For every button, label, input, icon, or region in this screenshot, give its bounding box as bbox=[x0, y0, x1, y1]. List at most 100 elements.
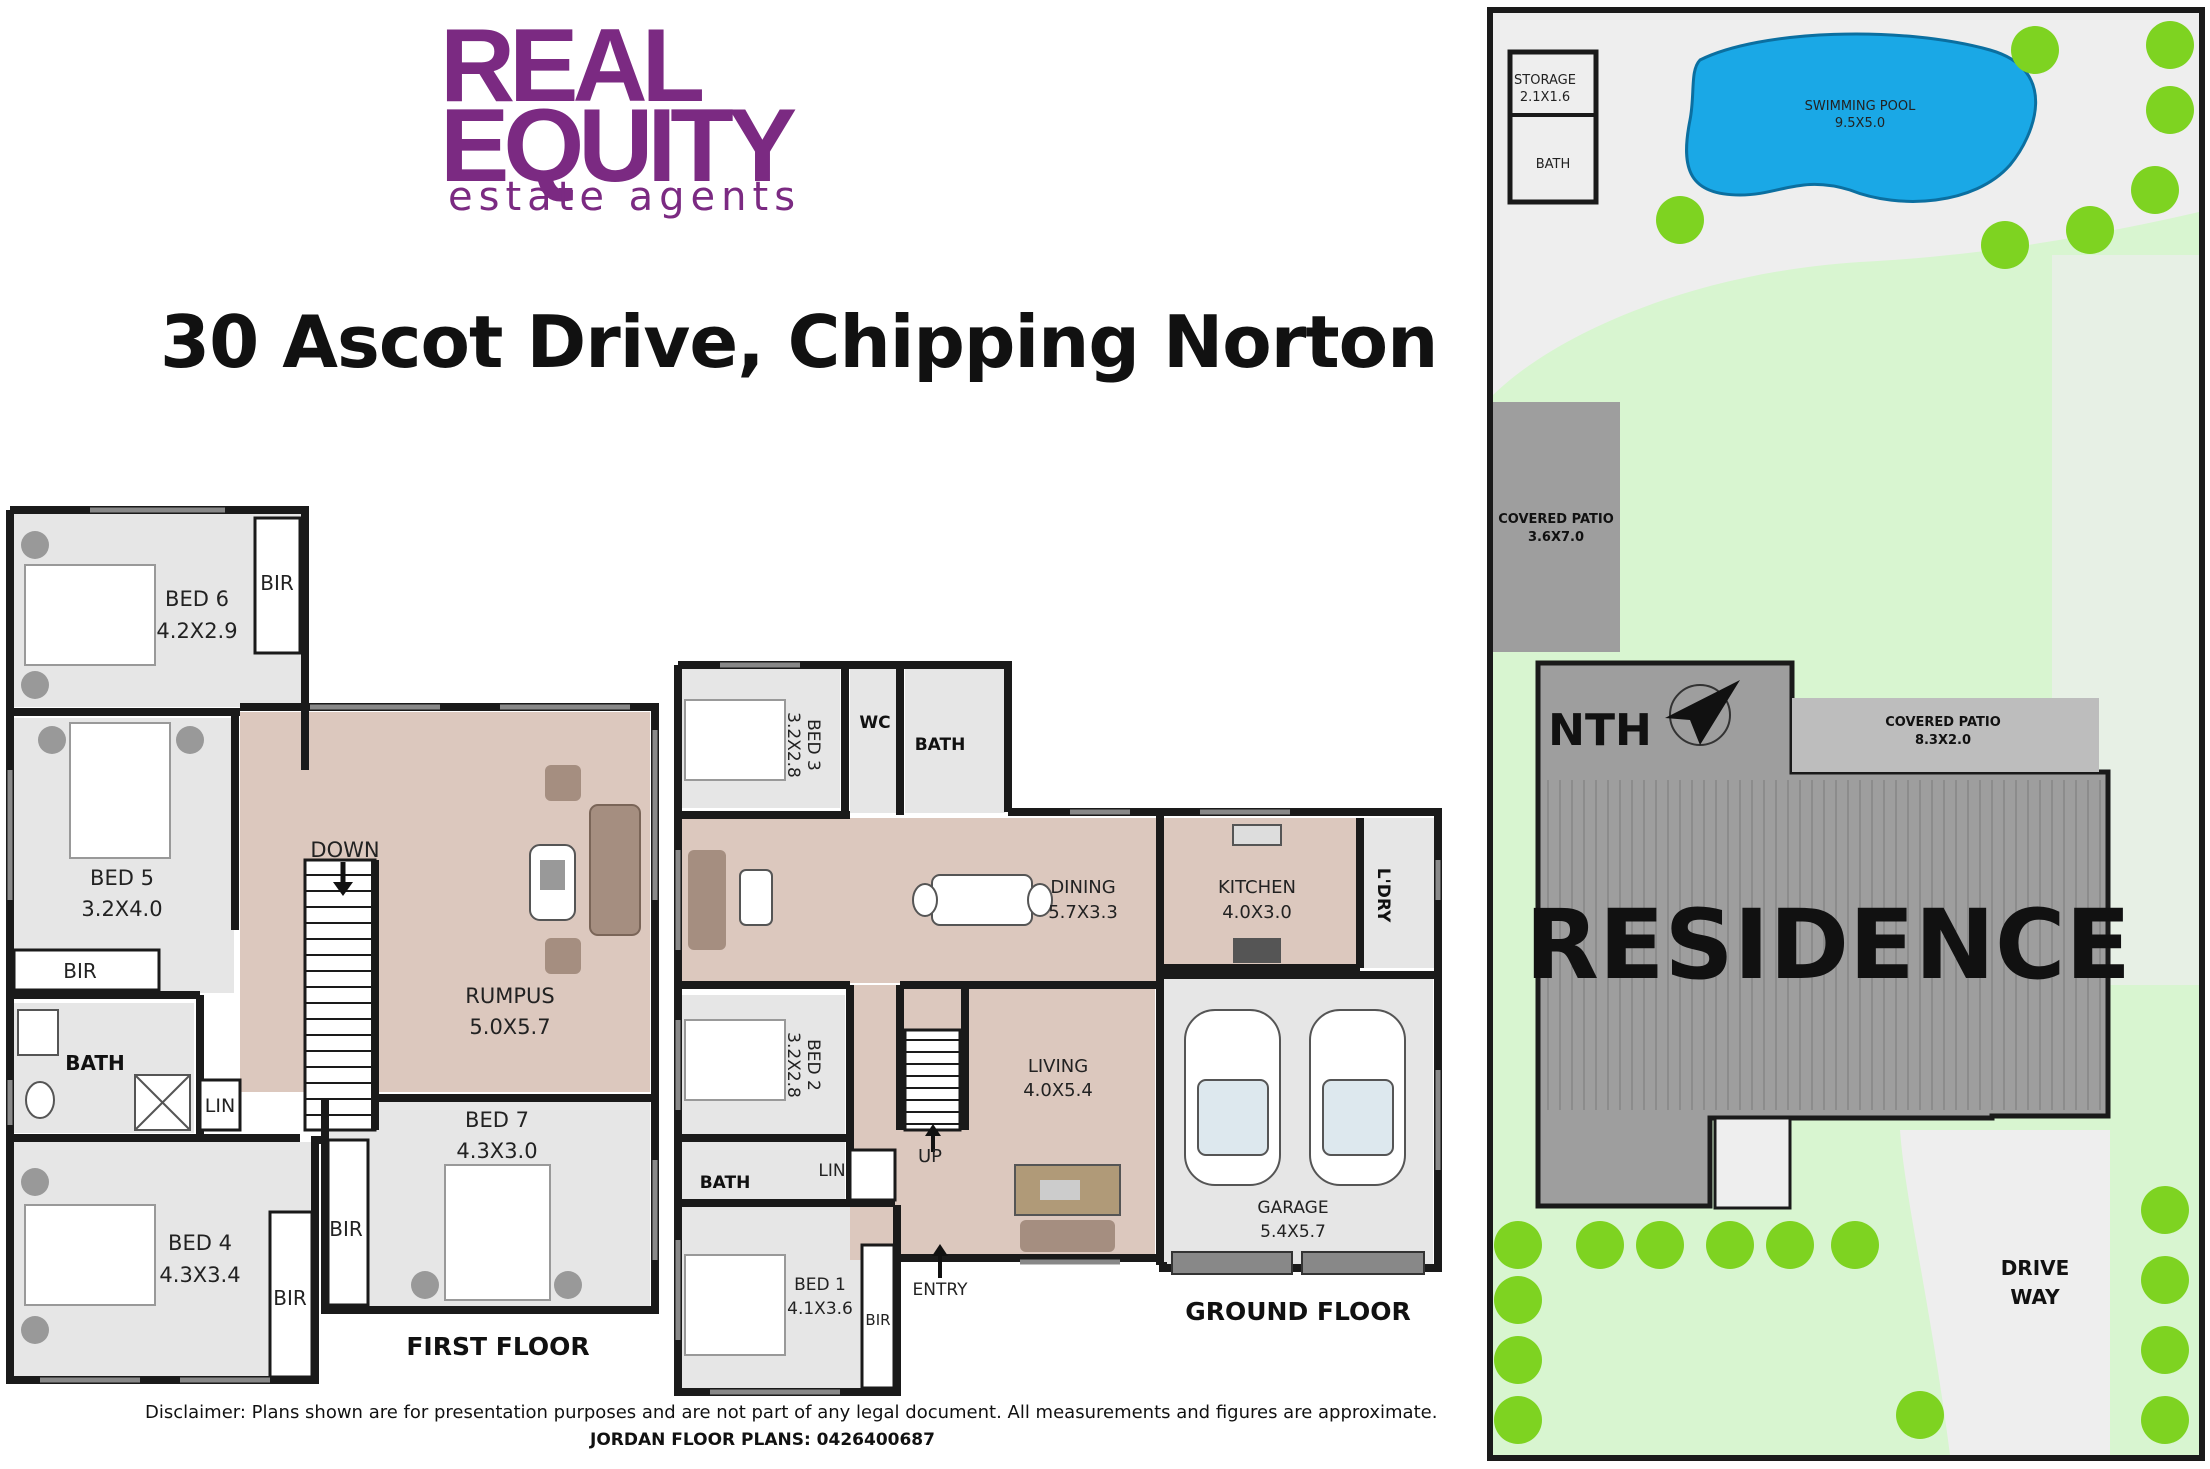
down-label: DOWN bbox=[310, 838, 379, 862]
bed4-name: BED 4 bbox=[168, 1231, 232, 1255]
bed1-size: 4.1X3.6 bbox=[787, 1299, 853, 1319]
bed7-bir bbox=[326, 1138, 370, 1307]
bed1-bir-label: BIR bbox=[865, 1311, 890, 1329]
ground-floor-plan: BED 3 3.2X2.8 WC BATH DINING 5.7X3.3 KIT… bbox=[674, 661, 1442, 1396]
ff-linen bbox=[198, 1078, 242, 1132]
tree bbox=[2146, 86, 2194, 134]
storage-name: STORAGE bbox=[1514, 73, 1576, 88]
stair-down bbox=[303, 858, 377, 1132]
bed5-name: BED 5 bbox=[90, 866, 154, 890]
patio-right-name: COVERED PATIO bbox=[1885, 715, 2001, 730]
pool-name: SWIMMING POOL bbox=[1805, 99, 1916, 114]
ff-beds bbox=[24, 564, 551, 1306]
ff-side-tables bbox=[21, 531, 582, 1344]
kitchen-size: 4.0X3.0 bbox=[1222, 902, 1292, 923]
brand-tagline: estate agents bbox=[448, 174, 802, 220]
north-label: NTH bbox=[1548, 705, 1652, 756]
tree bbox=[2066, 206, 2114, 254]
bed6-bir-label: BIR bbox=[260, 571, 294, 595]
bed2-size: 3.2X2.8 bbox=[783, 1032, 803, 1098]
tree bbox=[2011, 26, 2059, 74]
tree bbox=[2141, 1186, 2189, 1234]
tree bbox=[2141, 1396, 2189, 1444]
bed7-size: 4.3X3.0 bbox=[456, 1139, 537, 1163]
tree bbox=[1981, 221, 2029, 269]
stair-up-treads bbox=[905, 1039, 960, 1125]
bed6-bir bbox=[253, 516, 302, 655]
stair-down-arrow bbox=[333, 862, 353, 896]
storage-building bbox=[1507, 49, 1599, 205]
wc-room bbox=[850, 668, 900, 813]
bed5-bir bbox=[12, 948, 161, 992]
pool-size: 9.5X5.0 bbox=[1835, 116, 1885, 131]
gf-windows bbox=[675, 662, 1441, 1395]
tree bbox=[1766, 1221, 1814, 1269]
kitchen-name: KITCHEN bbox=[1218, 877, 1296, 898]
stair-treads bbox=[305, 874, 375, 1116]
residence-entry bbox=[1713, 1116, 1792, 1210]
gf-bath2-room bbox=[680, 1140, 845, 1200]
driveway-line-2: WAY bbox=[2010, 1285, 2060, 1309]
first-floor-plan: BED 6 4.2X2.9 BIR BED 5 3.2X4.0 BIR BATH… bbox=[6, 506, 659, 1384]
patio-right-size: 8.3X2.0 bbox=[1915, 733, 1971, 748]
tree bbox=[1494, 1396, 1542, 1444]
gf-lin-label: LIN bbox=[818, 1161, 845, 1181]
living-name: LIVING bbox=[1028, 1056, 1088, 1077]
gf-linen bbox=[848, 1148, 897, 1202]
laundry-room bbox=[1362, 818, 1435, 968]
property-address: 30 Ascot Drive, Chipping Norton bbox=[160, 300, 1438, 384]
gf-furniture bbox=[688, 824, 1282, 1252]
tree bbox=[2146, 21, 2194, 69]
patio-left-name: COVERED PATIO bbox=[1498, 512, 1614, 527]
bed3-name: BED 3 bbox=[803, 719, 823, 771]
bed7-bir-label: BIR bbox=[329, 1217, 363, 1241]
driveway-area bbox=[1900, 1130, 2110, 1455]
north-arrow bbox=[1665, 680, 1740, 746]
dining-size: 5.7X3.3 bbox=[1048, 902, 1118, 923]
bed2-name: BED 2 bbox=[803, 1039, 823, 1091]
swimming-pool bbox=[1685, 32, 2038, 203]
patio-left-size: 3.6X7.0 bbox=[1528, 530, 1584, 545]
laundry-label: L'DRY bbox=[1373, 868, 1393, 923]
tree bbox=[2141, 1326, 2189, 1374]
residence-label: RESIDENCE bbox=[1525, 889, 2131, 1001]
bed4-size: 4.3X3.4 bbox=[159, 1263, 240, 1287]
tree bbox=[1656, 196, 1704, 244]
gf-beds bbox=[684, 699, 786, 1356]
ff-lin-label: LIN bbox=[205, 1095, 235, 1117]
brand-logo: REAL EQUITY estate agents bbox=[440, 8, 820, 220]
disclaimer-text: Disclaimer: Plans shown are for presenta… bbox=[145, 1402, 1438, 1423]
ff-bath-fixtures bbox=[17, 1009, 191, 1131]
tree bbox=[1576, 1221, 1624, 1269]
gf-bath2-label: BATH bbox=[700, 1173, 751, 1193]
up-label: UP bbox=[918, 1146, 942, 1167]
covered-patio-right bbox=[1792, 698, 2099, 772]
tree bbox=[1494, 1221, 1542, 1269]
rumpus-name: RUMPUS bbox=[465, 984, 554, 1008]
garage-size: 5.4X5.7 bbox=[1260, 1222, 1326, 1242]
tree bbox=[1831, 1221, 1879, 1269]
garage-cars bbox=[1184, 1009, 1406, 1186]
bed5-bir-label: BIR bbox=[63, 959, 97, 983]
tree bbox=[1494, 1336, 1542, 1384]
brand-line-2: EQUITY bbox=[440, 88, 797, 204]
bed6-name: BED 6 bbox=[165, 587, 229, 611]
tree bbox=[1706, 1221, 1754, 1269]
bed3-size: 3.2X2.8 bbox=[783, 712, 803, 778]
bed6-size: 4.2X2.9 bbox=[156, 619, 237, 643]
site-trees bbox=[1494, 21, 2194, 1444]
ff-bath-label: BATH bbox=[65, 1051, 125, 1075]
site-bath-label: BATH bbox=[1536, 157, 1571, 172]
driveway-line-1: DRIVE bbox=[2001, 1256, 2070, 1280]
credit-text: JORDAN FLOOR PLANS: 0426400687 bbox=[590, 1430, 935, 1450]
brand-line-1: REAL bbox=[440, 8, 705, 124]
ground-floor-label: GROUND FLOOR bbox=[1185, 1297, 1411, 1326]
garage-name: GARAGE bbox=[1257, 1198, 1328, 1218]
stair-up-arrow bbox=[925, 1124, 948, 1278]
tree bbox=[1896, 1391, 1944, 1439]
bed4-bir bbox=[268, 1210, 314, 1379]
ff-windows bbox=[7, 507, 658, 1383]
tree bbox=[2141, 1256, 2189, 1304]
site-plan: STORAGE 2.1X1.6 BATH SWIMMING POOL 9.5X5… bbox=[1487, 7, 2205, 1461]
